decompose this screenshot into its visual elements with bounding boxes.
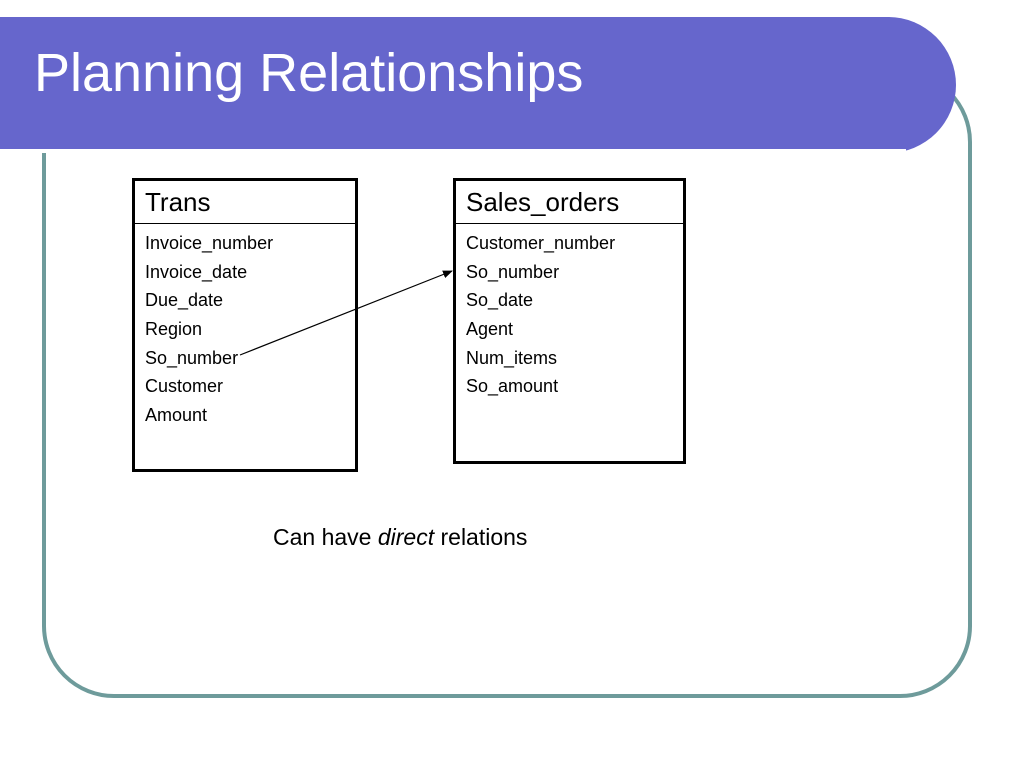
slide-title: Planning Relationships [34,43,584,103]
title-bar [0,17,956,153]
field-list: Invoice_number Invoice_date Due_date Reg… [135,224,355,430]
field-item: So_date [466,290,534,311]
field-item: Due_date [145,290,224,311]
field-item: So_number [145,347,239,368]
field-item: Amount [145,405,208,426]
field-item: Agent [466,319,514,340]
field-item: So_number [466,261,560,282]
field-item: Invoice_date [145,261,248,282]
caption-text: relations [434,524,528,550]
table-name: Trans [135,181,355,224]
field-item: Customer_number [466,233,616,253]
field-item: Num_items [466,347,558,368]
caption: Can have direct relations [273,524,527,551]
table-trans: Trans Invoice_number Invoice_date Due_da… [132,178,358,472]
field-item: Customer [145,376,224,397]
caption-text: Can have [273,524,378,550]
table-name: Sales_orders [456,181,683,224]
field-list: Customer_number So_number So_date Agent … [456,224,683,401]
title-underline [0,149,906,153]
field-item: Invoice_number [145,233,274,253]
table-sales-orders: Sales_orders Customer_number So_number S… [453,178,686,464]
field-item: Region [145,319,203,340]
caption-emphasis: direct [377,524,435,550]
field-item: So_amount [466,376,559,397]
